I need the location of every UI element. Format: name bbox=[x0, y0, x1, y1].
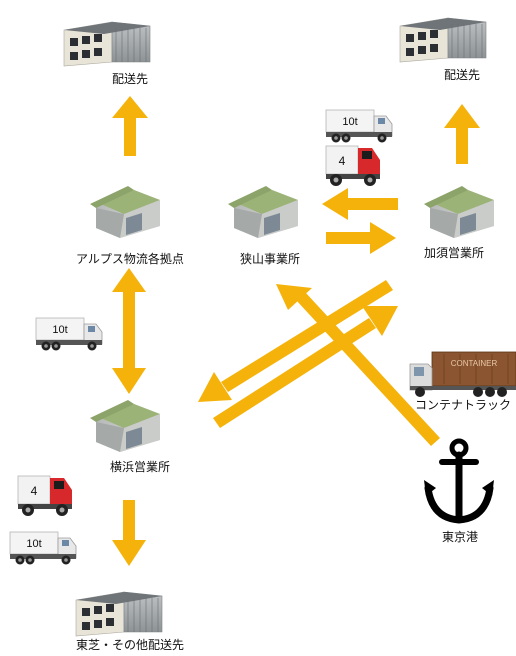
truck-4t-icon: 4 bbox=[17, 475, 73, 517]
kazo-label: 加須営業所 bbox=[423, 246, 484, 260]
arrow-yokohama-to-toshiba bbox=[112, 500, 146, 566]
dest-label-top-left: 配送先 bbox=[111, 72, 148, 86]
arrow-alps-to-dest bbox=[112, 96, 148, 156]
toshiba-label: 東芝・その他配送先 bbox=[75, 638, 184, 652]
yokohama-label: 横浜営業所 bbox=[109, 460, 170, 474]
truck-10t-icon: 10t bbox=[35, 317, 103, 351]
arrow-alps-yokohama bbox=[112, 268, 146, 394]
warehouse-icon bbox=[90, 186, 160, 238]
warehouse-icon bbox=[90, 400, 160, 452]
container-truck-icon: CONTAINER bbox=[409, 351, 516, 397]
arrow-port-to-sayama bbox=[276, 284, 440, 446]
arrow-yokohama-to-kazo bbox=[213, 306, 398, 428]
building-icon bbox=[75, 591, 163, 637]
building-icon bbox=[399, 17, 487, 63]
arrow-sayama-to-kazo bbox=[326, 222, 396, 254]
arrow-kazo-to-dest bbox=[444, 104, 480, 164]
warehouse-icon bbox=[228, 186, 298, 238]
arrow-kazo-to-yokohama bbox=[198, 280, 393, 402]
building-icon bbox=[63, 21, 151, 67]
sayama-label: 狭山事業所 bbox=[239, 252, 300, 266]
arrow-kazo-to-sayama bbox=[322, 188, 398, 220]
dest-label-top-right: 配送先 bbox=[443, 68, 480, 82]
truck-4t-icon: 4 bbox=[325, 145, 381, 187]
truck-label: 10t bbox=[26, 538, 41, 550]
anchor-icon bbox=[424, 438, 494, 524]
tokyo-port-label: 東京港 bbox=[441, 530, 478, 544]
flow-arrows bbox=[112, 96, 480, 566]
container-truck-label: コンテナトラック bbox=[414, 398, 511, 412]
truck-label: 4 bbox=[339, 154, 346, 168]
truck-label: 10t bbox=[342, 116, 357, 128]
container-text: CONTAINER bbox=[451, 359, 498, 368]
alps-label: アルプス物流各拠点 bbox=[76, 252, 184, 266]
truck-10t-icon: 10t bbox=[325, 109, 393, 143]
warehouse-icon bbox=[424, 186, 494, 238]
truck-10t-icon: 10t bbox=[9, 531, 77, 565]
truck-label: 4 bbox=[31, 484, 38, 498]
truck-label: 10t bbox=[52, 324, 67, 336]
